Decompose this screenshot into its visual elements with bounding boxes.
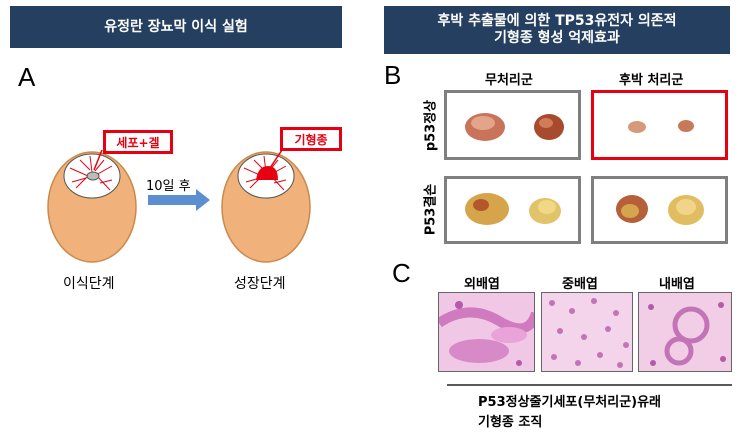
panel-b-letter: B (384, 60, 402, 90)
histology-ectoderm (438, 292, 535, 372)
tumors-null-treated (616, 195, 704, 225)
label-cells-gel-text: 세포+겔 (116, 135, 160, 150)
caption-line1: P53정상줄기세포(무처리군)유래 (478, 395, 662, 410)
left-header: 유정란 장뇨막 이식 실험 (10, 6, 342, 48)
germ-ecto-label: 외배엽 (464, 277, 500, 292)
tumors-normal-untreated (465, 113, 564, 141)
col-treated: 후박 처리군 (619, 73, 684, 88)
arrow-label: 10일 후 (146, 179, 191, 194)
histology-mesoderm (541, 292, 633, 372)
row-normal-label: p53정상 (423, 99, 439, 152)
right-header: 후박 추출물에 의한 TP53유전자 의존적 기형종 형성 억제효과 (384, 6, 730, 54)
cell-gel-dot (86, 171, 100, 181)
teratoma-mass (256, 166, 278, 180)
box-normal-treated (591, 90, 728, 160)
histology-endoderm (638, 292, 732, 372)
arrow-shape (148, 189, 210, 211)
stage-growth: 성장단계 (234, 276, 286, 292)
germ-endo-label: 내배엽 (659, 277, 695, 292)
right-header-line1: 후박 추출물에 의한 TP53유전자 의존적 (437, 13, 677, 29)
col-untreated: 무처리군 (485, 73, 533, 88)
panel-c-letter: C (392, 258, 411, 288)
label-teratoma-text: 기형종 (294, 132, 328, 147)
tumors-null-untreated (465, 193, 561, 225)
germ-meso-label: 중배엽 (562, 277, 598, 292)
box-null-untreated (444, 176, 581, 244)
row-null-label: P53결손 (423, 183, 439, 236)
label-teratoma: 기형종 (280, 127, 342, 151)
panel-a-letter: A (18, 62, 36, 92)
box-normal-untreated (444, 90, 581, 160)
box-null-treated (591, 176, 728, 244)
label-cells-gel: 세포+겔 (103, 130, 173, 154)
caption-line2: 기형종 조직 (478, 415, 543, 430)
left-header-title: 유정란 장뇨막 이식 실험 (104, 18, 248, 35)
tumors-normal-treated (628, 120, 694, 133)
right-header-line2: 기형종 형성 억제효과 (494, 30, 620, 46)
stage-transplant: 이식단계 (63, 276, 115, 292)
